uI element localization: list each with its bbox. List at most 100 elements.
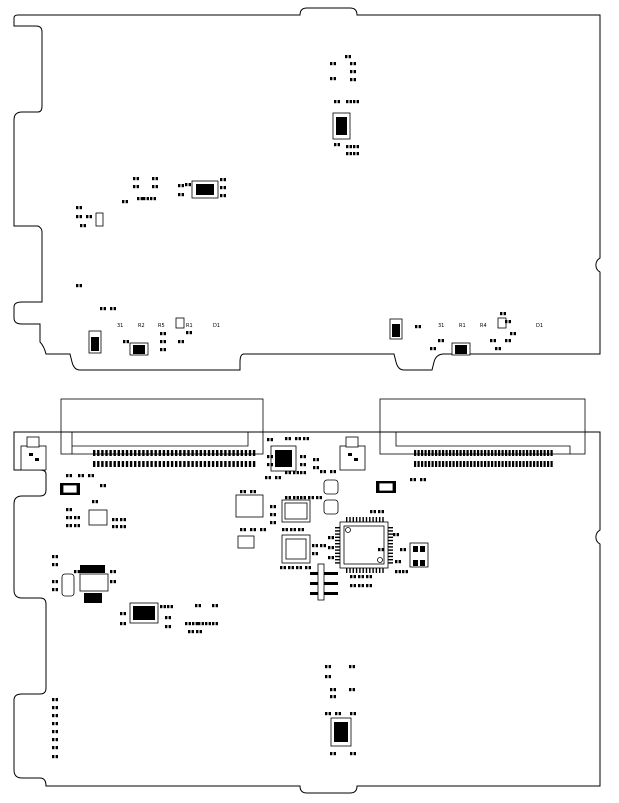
pad [335,549,340,551]
pad [291,566,294,570]
pad [308,566,311,570]
pad [349,152,352,156]
pad [452,450,455,456]
pad [179,461,182,467]
pad [540,450,543,456]
pad [379,568,381,573]
pad [303,437,306,441]
pad [129,450,133,456]
diode [61,573,75,597]
pad [188,622,191,626]
pad [333,62,336,66]
pad [260,528,263,532]
pad [510,332,513,336]
pad [494,461,497,467]
pad [189,331,192,335]
pad [316,466,319,470]
pad [381,548,384,552]
pad [166,450,170,456]
pad [421,450,424,456]
pad [150,450,153,456]
pad [293,496,296,500]
pad [335,539,340,542]
pad [250,490,253,494]
pad [331,556,334,560]
pad [185,183,188,187]
pad [188,630,191,634]
pad [55,714,58,718]
pad [154,450,157,456]
pad [296,566,299,570]
pad [80,224,83,228]
pad [388,549,393,551]
pad [353,712,356,716]
pad [388,539,393,542]
pad [428,450,431,456]
pad [352,517,354,522]
pad [498,461,501,467]
pad [123,622,126,626]
pad [79,284,82,288]
pad [428,461,431,467]
pad [431,461,434,467]
pad [421,461,424,467]
pad [240,461,243,467]
pad [170,450,174,456]
pad [55,738,58,742]
top-qfn-chip-2 [191,180,219,199]
pad [282,528,285,532]
pad [350,712,353,716]
pad [352,568,354,573]
pad [522,450,525,456]
pad [69,524,72,528]
pad [293,471,296,475]
pad [349,517,351,522]
pad [125,200,128,204]
pad [466,450,469,456]
pad [66,474,69,478]
pad [55,755,58,759]
pad [240,490,243,494]
pad [283,566,286,570]
pad [143,197,146,201]
pad [97,461,100,467]
pad [203,450,207,456]
pad [315,552,318,556]
pad [142,450,145,456]
pad [491,450,494,456]
pad [480,461,483,467]
pad [375,568,378,573]
pad [366,575,369,579]
pad [484,450,487,456]
pad [303,471,306,475]
pad [288,496,291,500]
pad [270,505,273,509]
pad [487,450,490,456]
pad [186,331,189,335]
pad [163,340,166,344]
pad [349,100,352,104]
pad [543,461,546,467]
pad [181,184,184,188]
top-board-outline [13,7,601,371]
pad [335,530,340,532]
pad [519,461,522,467]
pad [378,510,381,514]
pad [195,622,198,626]
pad [505,320,508,324]
pad [83,224,86,228]
pad [353,100,356,104]
left-connector-pins [93,450,256,467]
pad [199,461,202,467]
pad [333,695,336,699]
pad [138,450,141,456]
pad [470,461,473,467]
pad [113,307,116,311]
pad [91,474,94,478]
pad [163,332,166,336]
pad [125,461,129,467]
pad [533,450,536,456]
pad [501,450,504,456]
qfn-chip-bottom-left [129,602,159,624]
pad [142,461,145,467]
